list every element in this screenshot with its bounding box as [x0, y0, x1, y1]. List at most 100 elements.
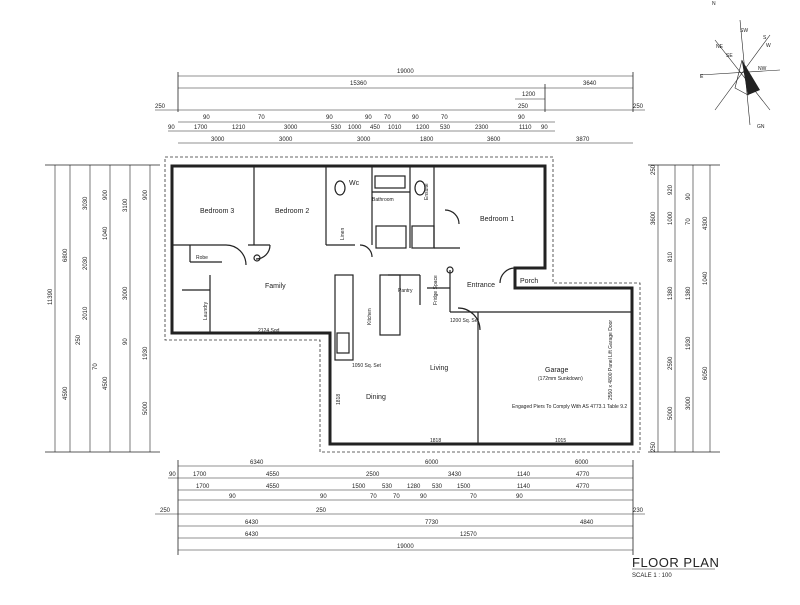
dim-right: 1000: [668, 211, 674, 225]
room-label-garage: Garage: [545, 367, 568, 374]
dim-bottom: 4550: [266, 484, 280, 490]
top-dimensions: 19000 15360 3640 1200 250 250 250 90 70 …: [155, 69, 645, 144]
compass-label: NW: [758, 66, 767, 72]
dim-top: 1700: [194, 125, 208, 131]
dim-bottom: 1700: [196, 484, 210, 490]
dim-top: 1200: [416, 125, 430, 131]
dim-top: 2300: [475, 125, 489, 131]
dim-bottom: 90: [516, 494, 523, 500]
dim-bottom: 1500: [352, 484, 366, 490]
room-labels: Bedroom 3 Bedroom 2 Bedroom 1 Wc Bathroo…: [196, 180, 568, 401]
dim-bottom: 90: [320, 494, 327, 500]
dim-bottom: 70: [393, 494, 400, 500]
plan-scale: SCALE 1 : 100: [632, 573, 672, 579]
dim-bottom: 4770: [576, 472, 590, 478]
dim-bottom: 250: [316, 508, 327, 514]
dim-bottom: 2500: [366, 472, 380, 478]
dim-top: 3000: [279, 137, 293, 143]
dim-right: 6050: [703, 366, 709, 380]
dim-top: 90: [203, 115, 210, 121]
dim-bottom: 6430: [245, 532, 259, 538]
room-label-family: Family: [265, 283, 286, 290]
dim-bottom: 90: [229, 494, 236, 500]
dim-bottom: 4550: [266, 472, 280, 478]
dim-bottom: 230: [633, 508, 644, 514]
sgd-note: 2124 Sgd: [258, 328, 280, 334]
dim-top: 1110: [519, 125, 532, 131]
dim-right: 3000: [686, 396, 692, 410]
room-label-linen: Linen: [340, 228, 346, 240]
dim-top: 450: [370, 125, 381, 131]
room-label-porch: Porch: [520, 278, 538, 285]
dim-bottom: 1700: [193, 472, 207, 478]
dim-right: 810: [668, 251, 674, 262]
dim-right: 4300: [703, 216, 709, 230]
dim-top: 250: [633, 104, 644, 110]
dim-left: 250: [76, 334, 82, 345]
compass-label: SW: [740, 28, 748, 34]
dim-overall-bottom: 19000: [397, 544, 414, 550]
wall-dim-note: 1818: [336, 394, 342, 405]
dim-right: 90: [686, 193, 692, 200]
dim-top: 250: [155, 104, 166, 110]
room-label-wc: Wc: [349, 180, 360, 187]
dim-top: 1000: [348, 125, 362, 131]
compass-label: E: [700, 74, 704, 80]
dim-top: 90: [168, 125, 175, 131]
compass-label: GN: [757, 124, 765, 130]
dim-top: 90: [326, 115, 333, 121]
compass-label: N: [712, 1, 716, 7]
compass-label: W: [766, 43, 771, 49]
dim-bottom: 3430: [448, 472, 462, 478]
engaged-piers-note: Engaged Piers To Comply With AS 4773.1 T…: [512, 404, 627, 410]
dim-right: 250: [651, 164, 657, 175]
sq-set-note: 1050 Sq. Set: [352, 363, 382, 369]
sq-set-note: 1200 Sq. Set: [450, 318, 480, 324]
dim-top: 90: [518, 115, 525, 121]
right-dimensions: 3600 4300 1040 6050 250 250 920 90 1000 …: [648, 164, 720, 453]
dim-right: 2590: [668, 356, 674, 370]
dim-right: 920: [668, 184, 674, 195]
dim-top: 90: [541, 125, 548, 131]
dim-bottom: 6340: [250, 460, 264, 466]
dim-bottom: 90: [420, 494, 427, 500]
dim-top: 70: [384, 115, 391, 121]
room-label-robe: Robe: [196, 255, 208, 261]
dim-right: 70: [686, 218, 692, 225]
dim-right: 250: [651, 441, 657, 452]
compass-label: S: [763, 35, 767, 41]
dim-top: 15360: [350, 81, 367, 87]
dim-bottom: 1140: [517, 472, 531, 478]
dim-right: 1930: [686, 336, 692, 350]
dim-right: 1380: [686, 286, 692, 300]
dim-right: 5000: [668, 406, 674, 420]
dim-top: 3870: [576, 137, 590, 143]
slab-outline: [164, 156, 641, 453]
dim-top: 90: [412, 115, 419, 121]
dim-left: 5000: [143, 401, 149, 415]
dim-bottom: 12570: [460, 532, 477, 538]
dim-bottom: 530: [432, 484, 443, 490]
dim-left: 900: [103, 189, 109, 200]
left-dimensions: 11390 6800 4590 3030 2030 900 1040 3100 …: [45, 164, 160, 453]
room-label-kitchen: Kitchen: [367, 308, 373, 325]
dim-left: 2010: [83, 306, 89, 320]
dim-left: 900: [143, 189, 149, 200]
dim-bottom: 1500: [457, 484, 471, 490]
room-label-living: Living: [430, 365, 448, 372]
garage-sunkdown-note: (172mm Sunkdown): [538, 376, 583, 382]
dim-bottom: 4840: [580, 520, 594, 526]
dim-bottom: 7730: [425, 520, 439, 526]
wall-dim-note: 1818: [430, 438, 441, 444]
dim-left: 90: [123, 338, 129, 345]
compass-label: NE: [716, 44, 724, 50]
dim-left: 11390: [48, 288, 54, 305]
room-label-pantry: Pantry: [398, 288, 413, 294]
dim-right: 1380: [668, 286, 674, 300]
dim-right: 1040: [703, 271, 709, 285]
dim-right: 3600: [651, 211, 657, 225]
dim-top: 1200: [522, 92, 536, 98]
dim-top: 70: [441, 115, 448, 121]
dim-bottom: 1140: [517, 484, 531, 490]
